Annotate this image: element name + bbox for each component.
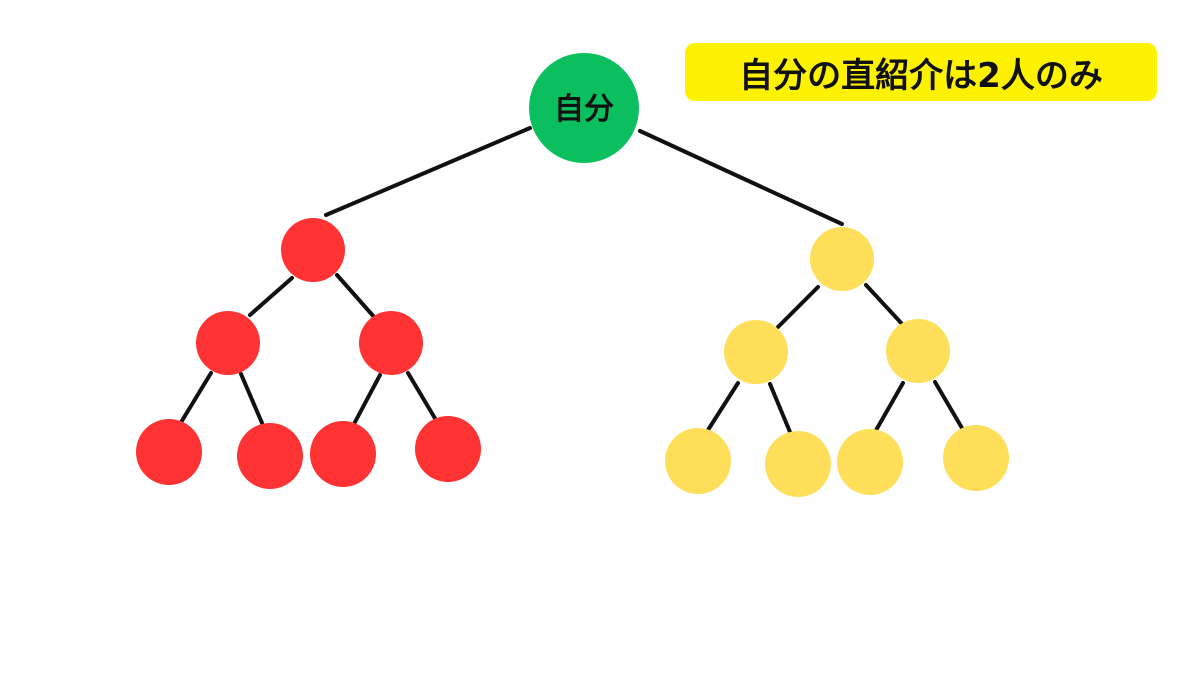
edge-left-ab: [239, 372, 264, 425]
edge-right-a: [776, 285, 820, 329]
right-node-level2-b: [886, 319, 950, 383]
left-branch-nodes: [136, 218, 481, 489]
edge-right-ba: [873, 381, 905, 434]
left-node-level1: [281, 218, 345, 282]
edges: [178, 126, 964, 434]
edge-right-aa: [706, 381, 740, 432]
root-node-label: 自分: [554, 92, 614, 127]
right-node-level2-a: [724, 320, 788, 384]
edge-left-b: [335, 273, 377, 320]
edge-left-a: [248, 276, 294, 317]
edge-root-left: [324, 126, 532, 217]
left-node-level3-c: [310, 421, 376, 487]
caption-text: 自分の直紹介は2人のみ: [739, 55, 1103, 96]
left-node-level2-b: [359, 311, 423, 375]
edge-right-b: [864, 283, 905, 327]
edge-right-ab: [768, 382, 792, 434]
right-node-level3-a: [665, 428, 731, 494]
root-node-circle: [529, 53, 639, 163]
right-node-level3-b: [765, 431, 831, 497]
caption-badge: 自分の直紹介は2人のみ: [685, 43, 1157, 101]
edge-right-bb: [933, 380, 964, 430]
left-node-level2-a: [196, 311, 260, 375]
right-branch-nodes: [665, 227, 1009, 497]
left-node-level3-b: [237, 423, 303, 489]
root-node: 自分: [529, 53, 639, 163]
right-node-level3-d: [943, 425, 1009, 491]
right-node-level1: [810, 227, 874, 291]
right-node-level3-c: [837, 429, 903, 495]
edge-left-ba: [352, 373, 382, 426]
left-node-level3-d: [415, 416, 481, 482]
edge-left-aa: [178, 371, 213, 426]
edge-root-right: [638, 129, 844, 226]
left-node-level3-a: [136, 419, 202, 485]
edge-left-bb: [406, 371, 438, 422]
